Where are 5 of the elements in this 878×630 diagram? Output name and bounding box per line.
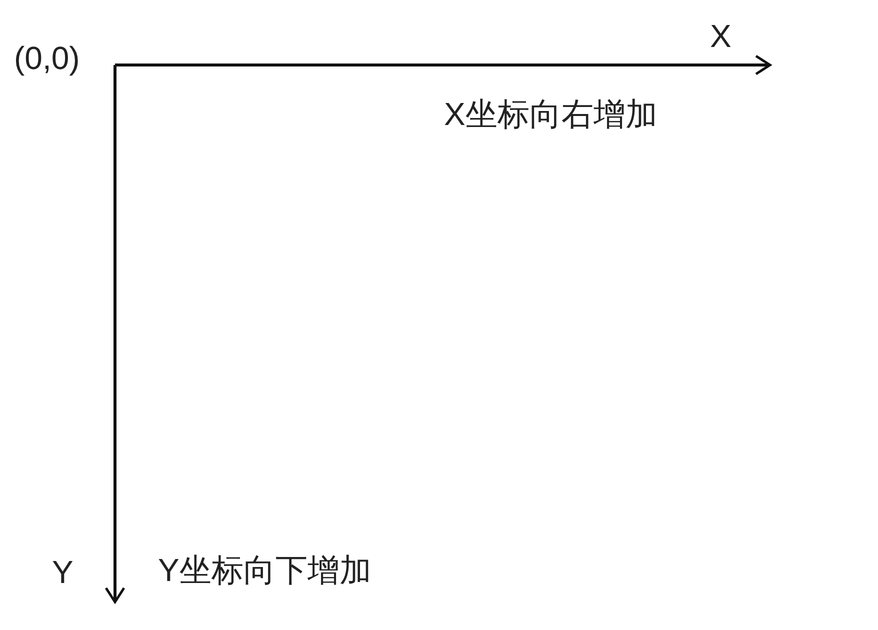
axis-note: Y坐标向下增加: [158, 554, 372, 586]
axis-label: Y: [52, 556, 74, 588]
axis-note: X坐标向右增加: [444, 98, 658, 130]
origin-label: (0,0): [14, 42, 80, 74]
axis-label: X: [710, 20, 732, 52]
